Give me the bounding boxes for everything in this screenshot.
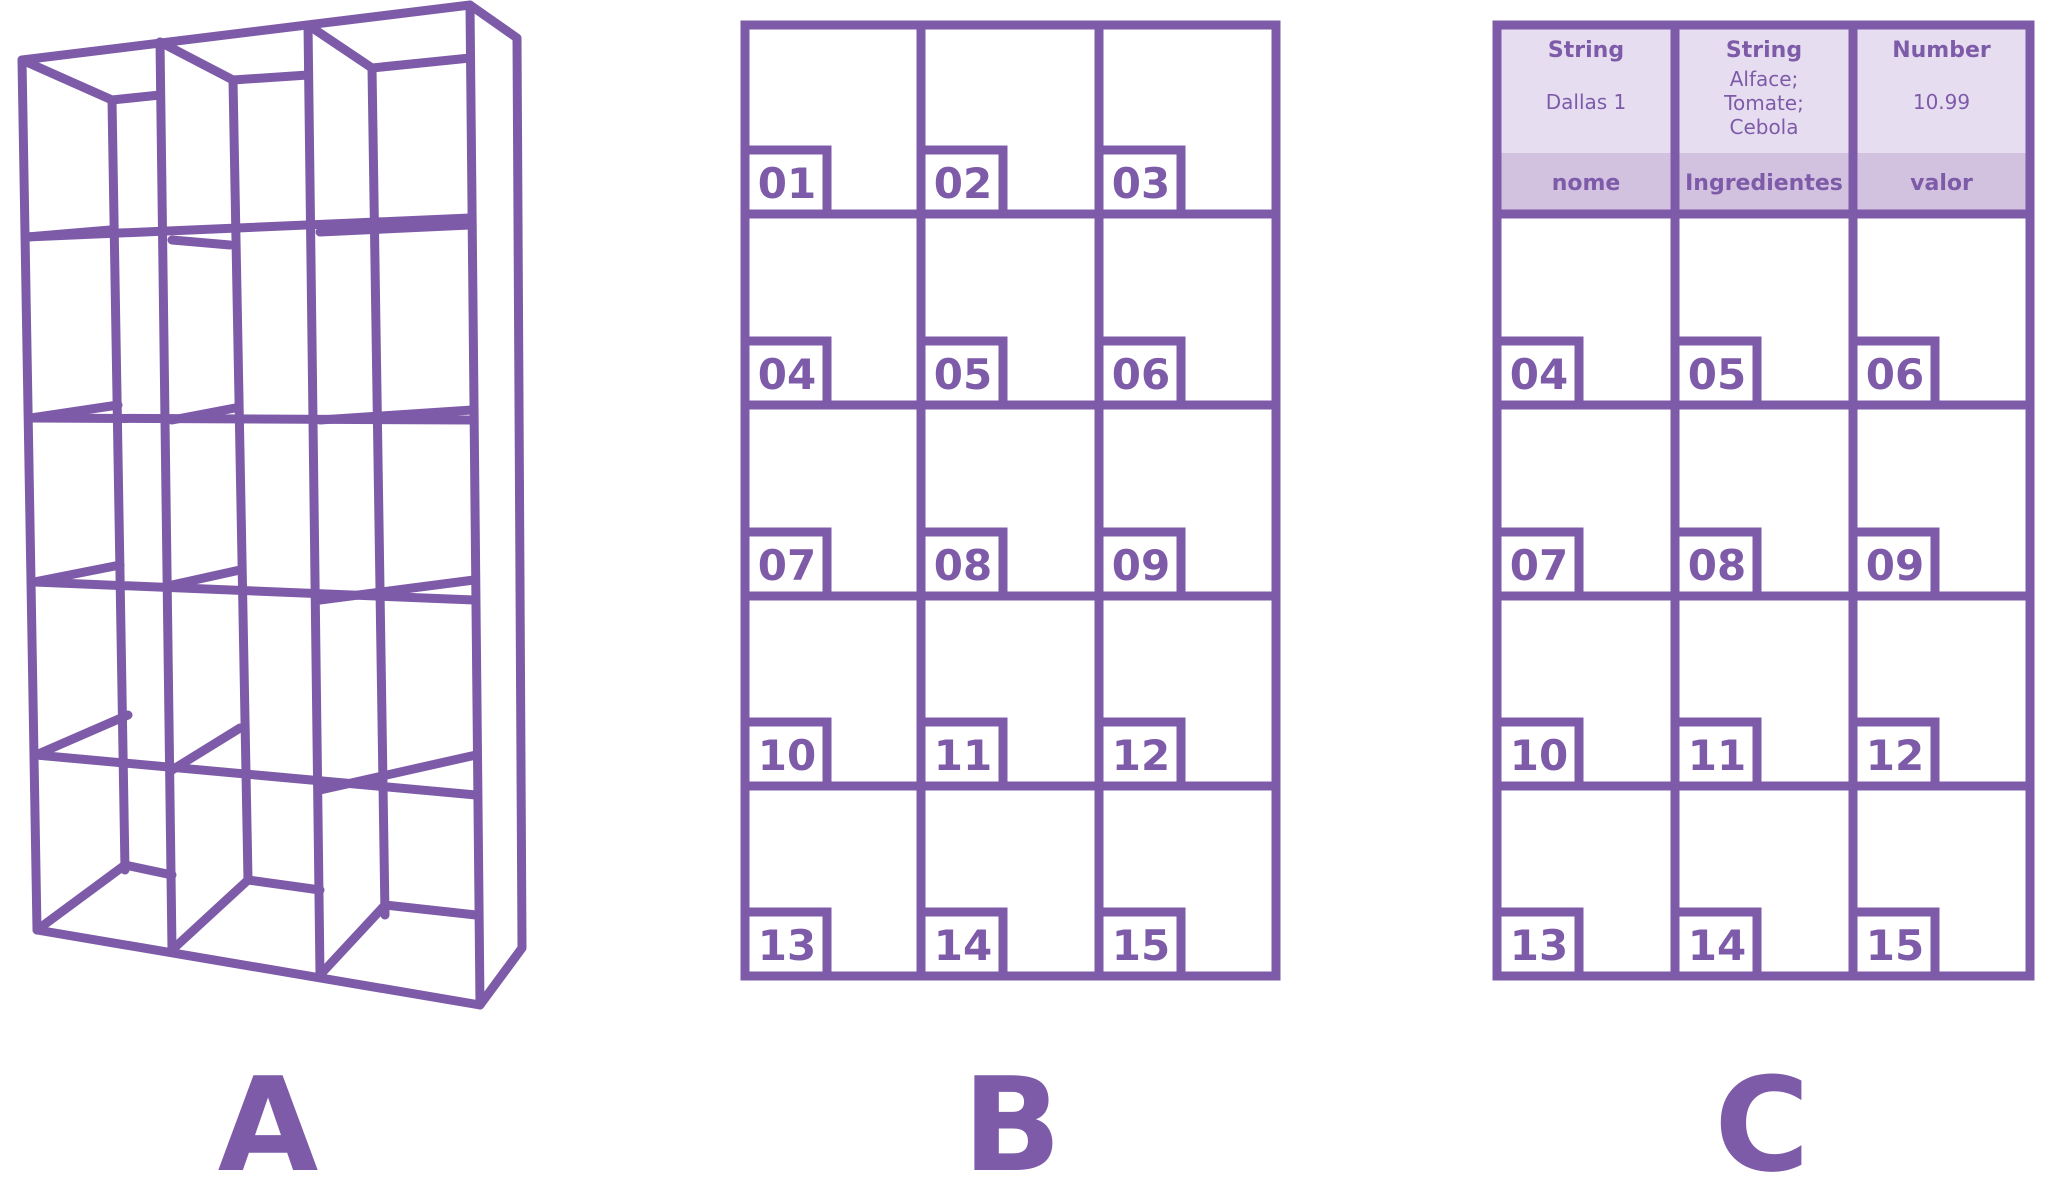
record-field-area [1497, 153, 1675, 214]
panel-b-cell-number-label: 09 [1112, 541, 1170, 590]
record-field-label: Ingredientes [1685, 171, 1843, 196]
panel-b-cell-number-label: 13 [758, 921, 816, 970]
panel-c-cell-number-box [1848, 336, 1940, 410]
panel-c-cell-number-label: 09 [1866, 541, 1924, 590]
panel-c-cell-number-box [1492, 907, 1584, 981]
panel-c-cell-number-label: 12 [1866, 731, 1924, 780]
panel-c-cell-number-box [1670, 527, 1762, 601]
panel-c-cell-number-label: 15 [1866, 921, 1924, 970]
panel-b-cell-number-label: 14 [934, 921, 992, 970]
shelf-side-panel [465, 0, 527, 1010]
shelf-depth-2 [26, 400, 477, 425]
panel-b-cell-number-box [916, 145, 1008, 219]
panel-c-cell-number-label: 08 [1688, 541, 1746, 590]
panel-c-cell-number-label: 13 [1510, 921, 1568, 970]
panel-a-label: A [218, 1049, 319, 1192]
panel-b-cell-number-box [1094, 907, 1186, 981]
panel-c-cell-number-label: 05 [1688, 350, 1746, 399]
panel-b-cell-number-label: 15 [1112, 921, 1170, 970]
record-value-area [1675, 25, 1853, 153]
shelf-back-line-2 [228, 75, 253, 885]
bookshelf-illustration [17, 0, 527, 1010]
panel-c-cell-number-label: 06 [1866, 350, 1924, 399]
shelf-line-2 [26, 413, 477, 425]
shelf-depth-1 [22, 220, 475, 250]
record-type-label: Number [1892, 38, 1991, 63]
panel-c-label: C [1714, 1049, 1809, 1192]
panel-b-cell-number-label: 06 [1112, 350, 1170, 399]
panel-c-cell-number-label: 11 [1688, 731, 1746, 780]
record-field-label: nome [1552, 171, 1621, 196]
shelf-corner-lines [17, 20, 481, 980]
panel-b-cell-number-box [740, 336, 832, 410]
shelf-line-3 [29, 577, 479, 605]
shelf-divider-2 [303, 20, 325, 980]
panel-c-cell-number-box [1670, 907, 1762, 981]
panel-b-cell-compartment [1094, 781, 1281, 981]
shelf-depth-3 [29, 560, 479, 605]
shelf-line-4 [31, 750, 481, 800]
panel-c-cell-number-label: 10 [1510, 731, 1568, 780]
panel-b-cell-number-label: 12 [1112, 731, 1170, 780]
panel-c-cell-number-label: 14 [1688, 921, 1746, 970]
panel-b-cell-number-box [740, 145, 832, 219]
panel-c-cell-number-box [1670, 717, 1762, 791]
record-type-label: String [1726, 38, 1802, 63]
panel-b-cell-number-label: 01 [758, 159, 816, 208]
panel-b-cell-number-box [740, 907, 832, 981]
panel-b-cell-number-label: 05 [934, 350, 992, 399]
panel-b-cell-number-label: 04 [758, 350, 816, 399]
record-value-label: 10.99 [1913, 90, 1970, 114]
shelf-back-line-3 [367, 63, 390, 920]
panel-b-cell-number-label: 11 [934, 731, 992, 780]
record-field-area [1675, 153, 1853, 214]
shelf-depth-4 [31, 710, 481, 795]
panel-c-cell-number-label: 04 [1510, 350, 1568, 399]
panel-c-cell-number-box [1670, 336, 1762, 410]
panel-b-cell-number-label: 07 [758, 541, 816, 590]
record-value-label: Dallas 1 [1546, 90, 1627, 114]
panel-b-cell-number-box [916, 907, 1008, 981]
record-field-label: valor [1910, 171, 1973, 196]
panel-b-cell-number-label: 02 [934, 159, 992, 208]
shelf-back-line-1 [107, 95, 130, 875]
record-value-area [1497, 25, 1675, 153]
panel-b-label: B [962, 1049, 1061, 1192]
panel-b-cell-number-label: 10 [758, 731, 816, 780]
panel-b-cell-number-box [916, 336, 1008, 410]
record-field-area [1853, 153, 2030, 214]
panel-b-cell-number-label: 08 [934, 541, 992, 590]
panel-b-cell-number-box [1094, 717, 1186, 791]
panel-b-cell-number-label: 03 [1112, 159, 1170, 208]
panel-c-cell-number-box [1848, 907, 1940, 981]
panel-b-grid: 01 02 03 04 05 06 07 08 09 10 11 12 13 14 15 [740, 20, 1281, 981]
record-value-label: Alface;Tomate;Cebola [1723, 67, 1804, 139]
shelf-divider-1 [155, 37, 177, 955]
record-type-label: String [1548, 38, 1624, 63]
panel-c-cell-compartment [1848, 781, 2035, 981]
record-value-area [1853, 25, 2030, 153]
panel-c-cell-number-label: 07 [1510, 541, 1568, 590]
